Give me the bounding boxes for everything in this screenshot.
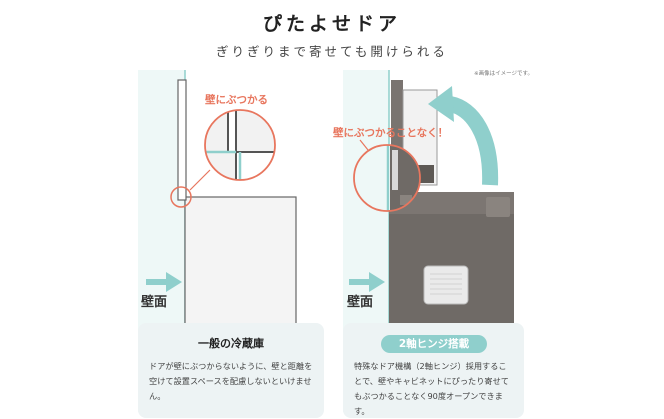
left-magnifier-circle-icon — [204, 109, 276, 181]
right-wall-label: 壁面 — [347, 295, 374, 310]
left-wall-label: 壁面 — [141, 295, 168, 310]
right-fridge-handle — [486, 197, 510, 217]
left-callout-text: 壁にぶつかる — [205, 94, 268, 106]
right-inner-unit — [423, 265, 469, 305]
page-subtitle: ぎりぎりまで寄せても開けられる — [216, 44, 448, 59]
left-hinge-circle — [170, 186, 192, 208]
right-card-badge: 2軸ヒンジ搭載 — [381, 335, 487, 353]
left-callout-line — [189, 169, 211, 191]
left-fridge-body — [184, 196, 297, 330]
right-arrow-right-icon — [349, 272, 385, 292]
right-info-card: 2軸ヒンジ搭載 特殊なドア機構（2軸ヒンジ）採用することで、壁やキャビネットにぴ… — [343, 323, 524, 418]
right-card-body: 特殊なドア機構（2軸ヒンジ）採用することで、壁やキャビネットにぴったり寄せてもぶ… — [354, 361, 509, 416]
curved-arrow-icon — [428, 86, 499, 186]
left-info-card: 一般の冷蔵庫 ドアが壁にぶつからないように、壁と距離を空けて設置スペースを配慮し… — [138, 323, 324, 418]
right-callout-line — [359, 139, 369, 151]
right-magnifier-circle-icon — [353, 144, 421, 212]
left-card-title: 一般の冷蔵庫 — [198, 337, 264, 350]
left-arrow-right-icon — [146, 272, 182, 292]
left-card-body: ドアが壁にぶつからないように、壁と距離を空けて設置スペースを配慮しないといけませ… — [149, 361, 313, 401]
page-title: ぴたよせドア — [262, 13, 401, 35]
right-fridge-top — [389, 192, 514, 214]
image-note: ※画像はイメージです。 — [474, 71, 533, 77]
left-fridge-door — [177, 79, 187, 201]
right-callout-text: 壁にぶつかることなく！ — [333, 127, 449, 139]
